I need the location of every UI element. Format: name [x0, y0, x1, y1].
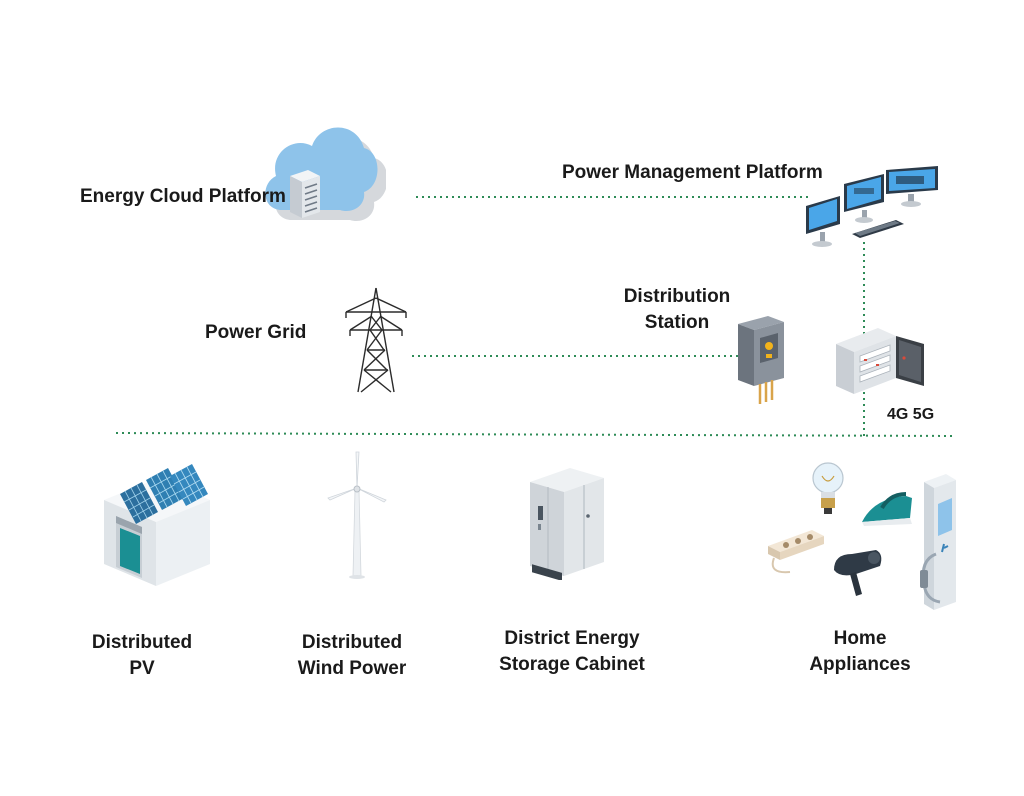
- iron-icon: [862, 492, 912, 526]
- power-strip-icon: [768, 530, 824, 574]
- wind-label-line2: Wind Power: [297, 658, 407, 679]
- wind-turbine-icon: [327, 451, 387, 579]
- pv-label: Distributed PV: [80, 630, 204, 682]
- energy-cloud-label: Energy Cloud Platform: [80, 186, 286, 207]
- electrical-panel-icon: [836, 328, 924, 394]
- hair-dryer-icon: [834, 550, 882, 596]
- pv-label-line1: Distributed: [91, 632, 193, 653]
- divider-line: [115, 432, 957, 437]
- wind-label-line1: Distributed: [301, 632, 403, 653]
- pv-label-line2: PV: [129, 658, 155, 679]
- distribution-station-label: Distribution Station: [622, 284, 732, 336]
- power-mgmt-label: Power Management Platform: [562, 162, 823, 183]
- home-label-line2: Appliances: [809, 654, 911, 675]
- cloud-server-icon: [265, 127, 386, 221]
- storage-cabinet-icon: [530, 468, 604, 580]
- storage-label-line1: District Energy: [504, 628, 640, 649]
- monitors-icon: [806, 166, 938, 247]
- storage-label-line2: Storage Cabinet: [499, 654, 645, 675]
- power-grid-label: Power Grid: [205, 322, 307, 343]
- light-bulb-icon: [812, 462, 844, 514]
- transmission-tower-icon: [345, 287, 407, 393]
- ev-charger-icon: [920, 474, 956, 610]
- distribution-station-line1: Distribution: [623, 286, 731, 307]
- storage-label: District Energy Storage Cabinet: [488, 626, 656, 678]
- home-label: Home Appliances: [796, 626, 924, 678]
- distribution-station-line2: Station: [644, 312, 710, 333]
- solar-building-icon: [104, 464, 210, 586]
- wind-label: Distributed Wind Power: [288, 630, 416, 682]
- home-label-line1: Home: [833, 628, 887, 649]
- meter-box-icon: [738, 316, 784, 404]
- network-label: 4G 5G: [887, 406, 935, 423]
